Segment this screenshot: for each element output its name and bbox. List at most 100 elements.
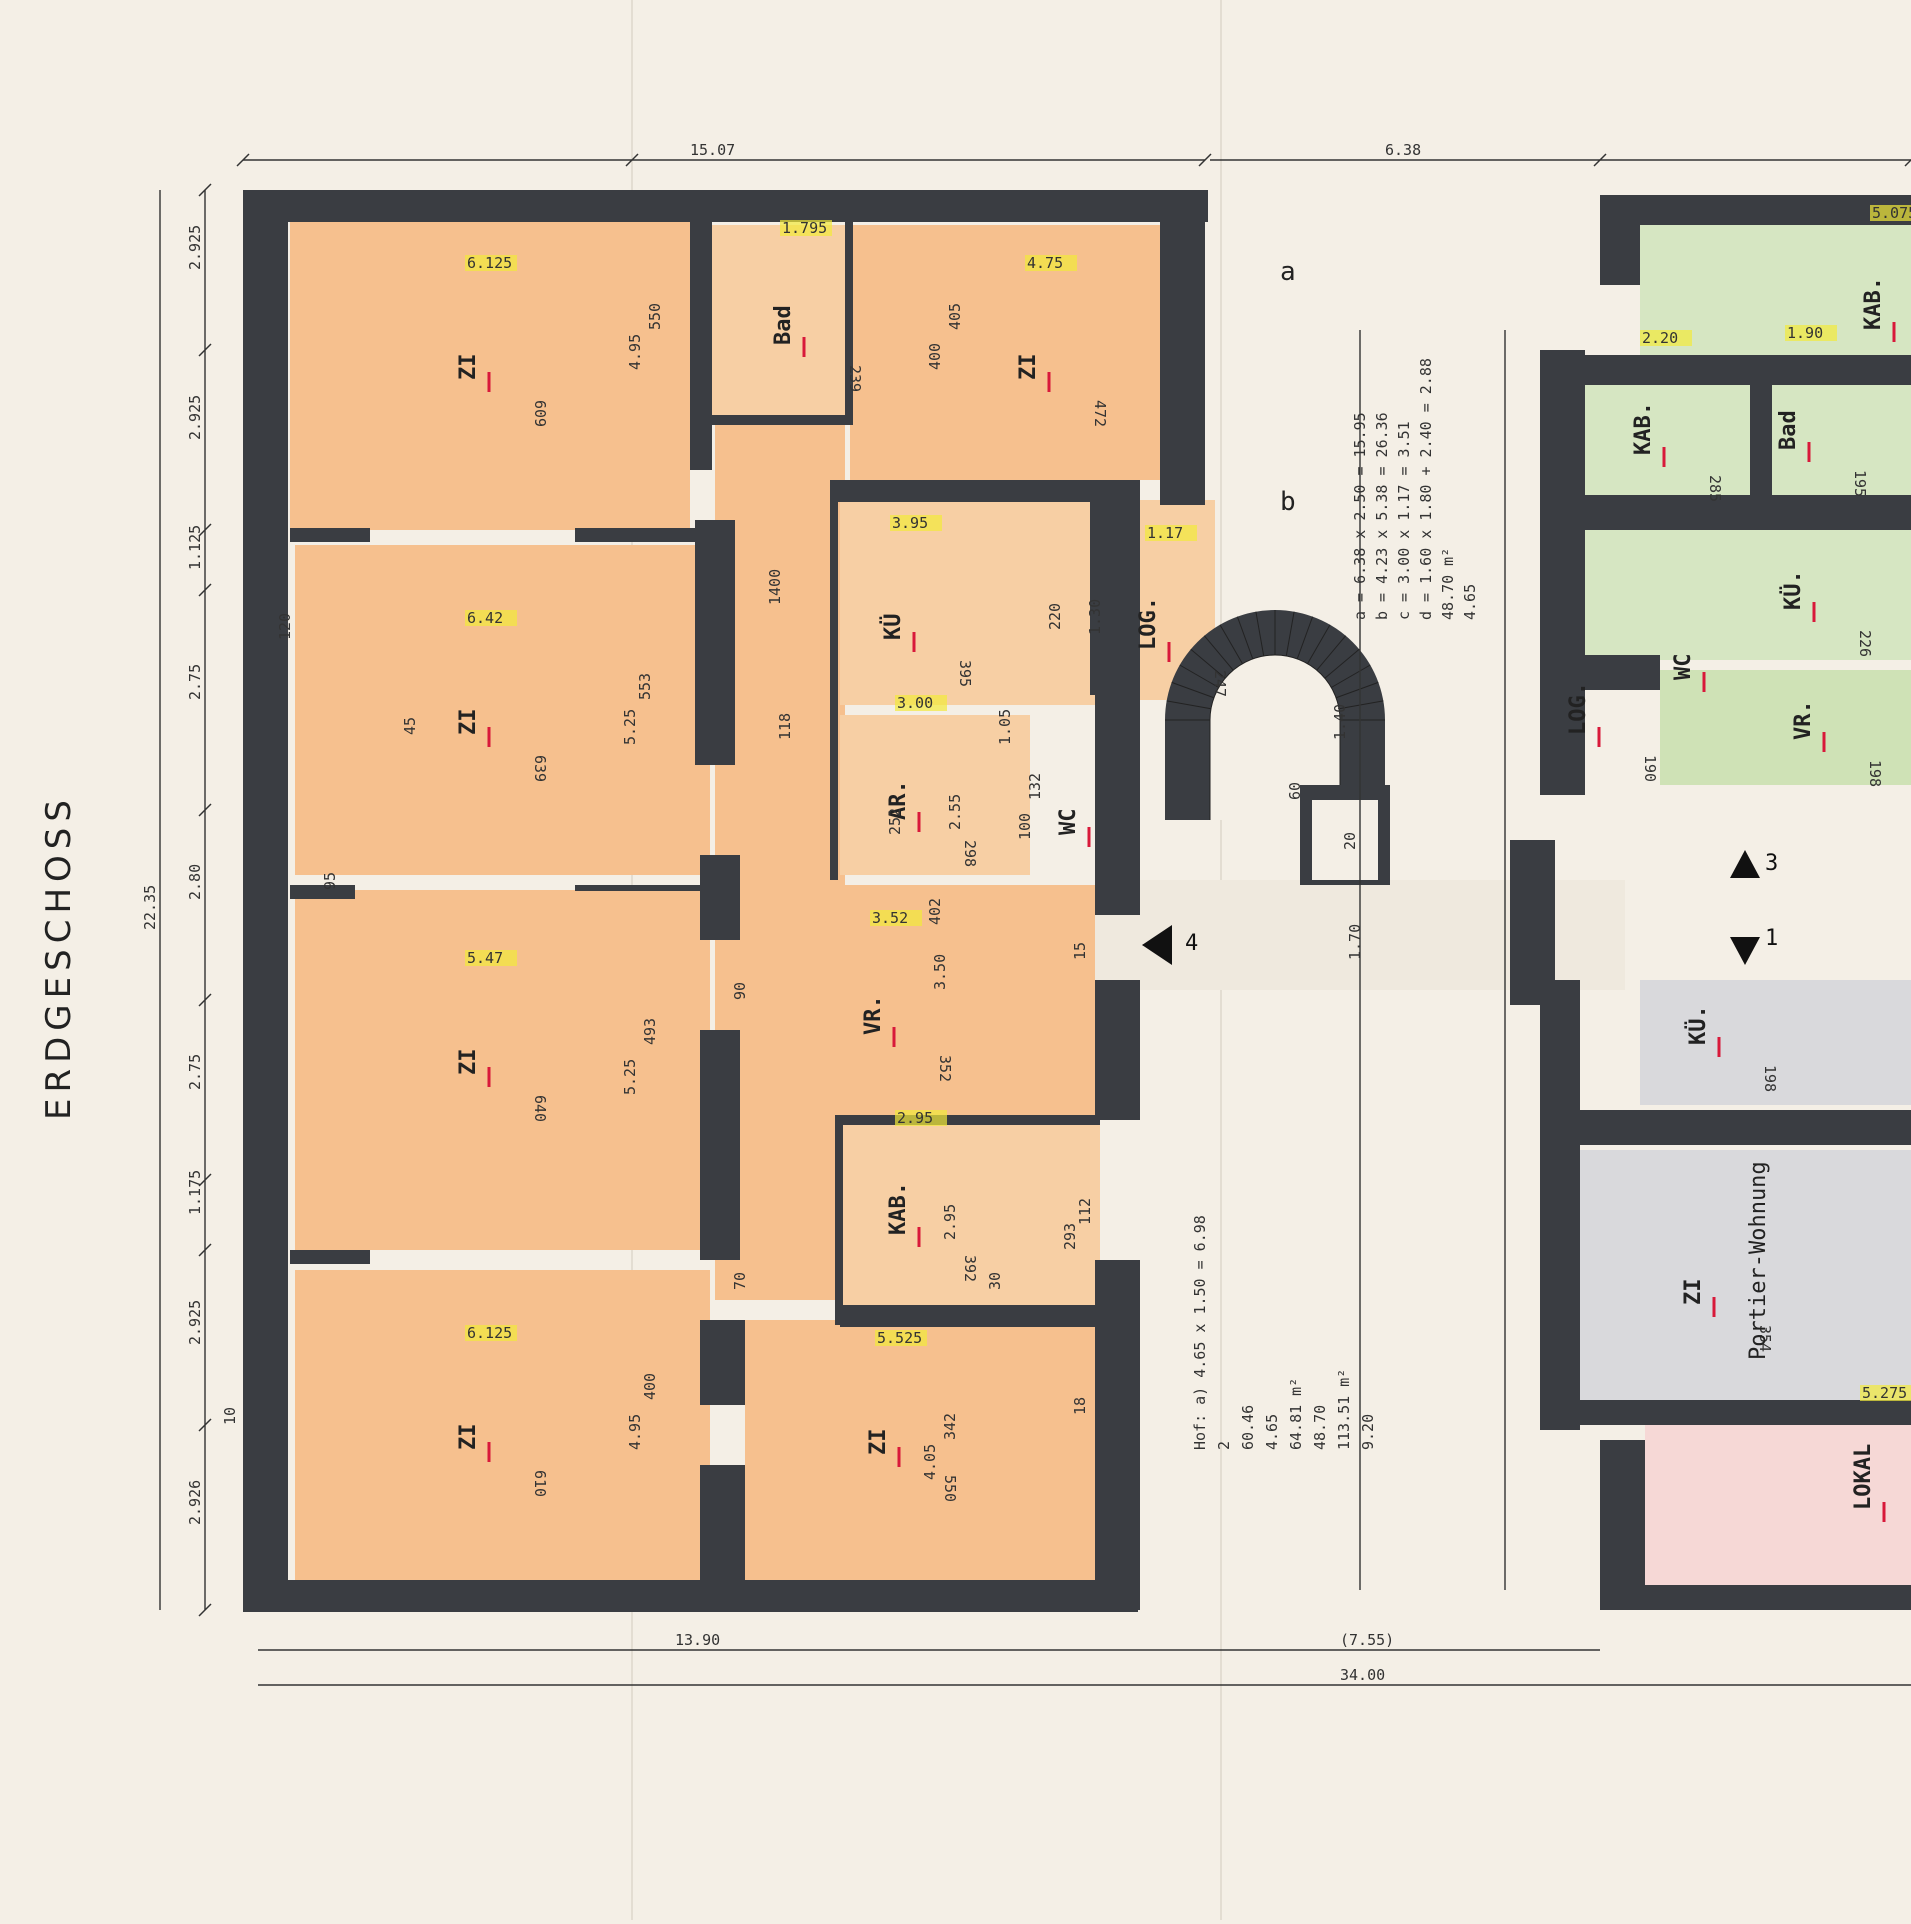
- fill-zi-3: [295, 545, 710, 875]
- stair-arrow-icon: [1730, 937, 1760, 965]
- dim-tick: [1904, 158, 1911, 167]
- detail-number: 405: [946, 303, 964, 330]
- room-name: LOG.: [1566, 682, 1591, 735]
- stair-step: [1166, 700, 1212, 710]
- stair-mark-3: 3: [1765, 851, 1778, 876]
- dim-highlight: [1145, 525, 1197, 541]
- room-area: 298: [961, 840, 979, 867]
- stair-step: [1331, 664, 1371, 688]
- room-dimension: 3.00: [897, 694, 933, 712]
- room-name: ZI: [1681, 1279, 1706, 1306]
- room-dimension: 1.17: [1147, 524, 1183, 542]
- room-name: KÜ.: [1685, 1005, 1711, 1045]
- wall: [1560, 1110, 1911, 1145]
- room-name: KÜ: [880, 614, 906, 641]
- room-label: KÜ.198: [1685, 1005, 1779, 1092]
- stair-step: [1307, 624, 1331, 664]
- room-name: VR.: [1791, 700, 1816, 740]
- dim-highlight: [890, 515, 942, 531]
- wall: [1600, 195, 1911, 225]
- dim-tick: [198, 993, 212, 1007]
- room-label: WC: [1056, 809, 1091, 847]
- dim-highlight: [895, 695, 947, 711]
- wall: [243, 190, 1208, 222]
- stair-arrow-icon: [1142, 925, 1172, 965]
- wall: [243, 1580, 1138, 1612]
- wall: [1560, 1400, 1911, 1425]
- dim-tick: [198, 183, 212, 197]
- detail-number: 60: [1286, 782, 1304, 800]
- room-detail-numbers: 4004054.955505.255535.254934.954004.0534…: [221, 303, 1364, 1480]
- section-mark-b: b: [1280, 487, 1296, 517]
- detail-number: 90: [731, 982, 749, 1000]
- detail-number: 293: [1061, 1223, 1079, 1250]
- left-dimension-label: 1.175: [186, 1170, 204, 1215]
- room-name: WC: [1056, 809, 1081, 836]
- room-area: 640: [531, 1095, 549, 1122]
- left-dimension-label: 2.925: [186, 1300, 204, 1345]
- dim-tick: [198, 803, 212, 817]
- room-name: ZI: [456, 709, 481, 736]
- wall: [700, 1465, 745, 1585]
- court-calc-line: b = 4.23 x 5.38 = 26.36: [1373, 412, 1391, 620]
- dim-tick: [198, 1173, 212, 1187]
- room-name: Bad: [1776, 410, 1801, 450]
- room-area: 610: [531, 1470, 549, 1497]
- room-name: KÜ.: [1780, 570, 1806, 610]
- room-area: 190: [1641, 755, 1659, 782]
- room-dimension: 3.95: [892, 514, 928, 532]
- stair-step: [1203, 635, 1234, 671]
- detail-number: 1.70: [1346, 924, 1364, 960]
- wall: [290, 1250, 370, 1264]
- wall: [690, 220, 712, 470]
- detail-number: 118: [776, 713, 794, 740]
- dim-highlight: [780, 220, 832, 236]
- yard-calc-line: 113.51 m²: [1335, 1369, 1353, 1450]
- room-area: 550: [941, 1475, 959, 1502]
- detail-number: 1.40: [1331, 704, 1349, 740]
- fill-zi-5: [295, 1270, 710, 1580]
- room-name: WC: [1671, 654, 1696, 681]
- stair-step: [1316, 635, 1347, 671]
- room-dimension: 5.47: [467, 949, 503, 967]
- dim-tick: [625, 153, 639, 167]
- detail-number: 493: [641, 1018, 659, 1045]
- section-mark-a: a: [1280, 257, 1296, 287]
- room-name: LOG.: [1136, 597, 1161, 650]
- room-area: 285: [1706, 475, 1724, 502]
- floor-title: ERDGESCHOSS: [39, 794, 79, 1120]
- fill-porter-ku: [1640, 980, 1911, 1105]
- detail-number: 342: [941, 1413, 959, 1440]
- wall: [1540, 350, 1585, 795]
- wall: [830, 480, 838, 880]
- room-dimension: 4.75: [1027, 254, 1063, 272]
- dim-highlight: [1785, 325, 1837, 341]
- stair-step: [1179, 664, 1219, 688]
- fill-lokal: [1645, 1425, 1911, 1590]
- dim-highlight: [1640, 330, 1692, 346]
- dim-bottom-mid: (7.55): [1340, 1631, 1394, 1649]
- wall: [1095, 990, 1140, 1020]
- stair-step: [1296, 616, 1314, 660]
- dim-tick: [198, 583, 212, 597]
- dim-tick: [236, 153, 250, 167]
- room-dimension: 6.42: [467, 609, 503, 627]
- wall: [1600, 195, 1640, 285]
- wall: [845, 220, 853, 425]
- fill-kab-3: [1585, 385, 1750, 500]
- detail-number: 402: [926, 898, 944, 925]
- wall: [290, 885, 355, 899]
- wall: [695, 415, 850, 425]
- detail-number: 553: [636, 673, 654, 700]
- wall: [575, 528, 710, 542]
- left-dimension-labels: 2.9252.9251.1252.752.802.751.1752.9252.9…: [186, 225, 204, 1525]
- stair-step: [1285, 611, 1295, 657]
